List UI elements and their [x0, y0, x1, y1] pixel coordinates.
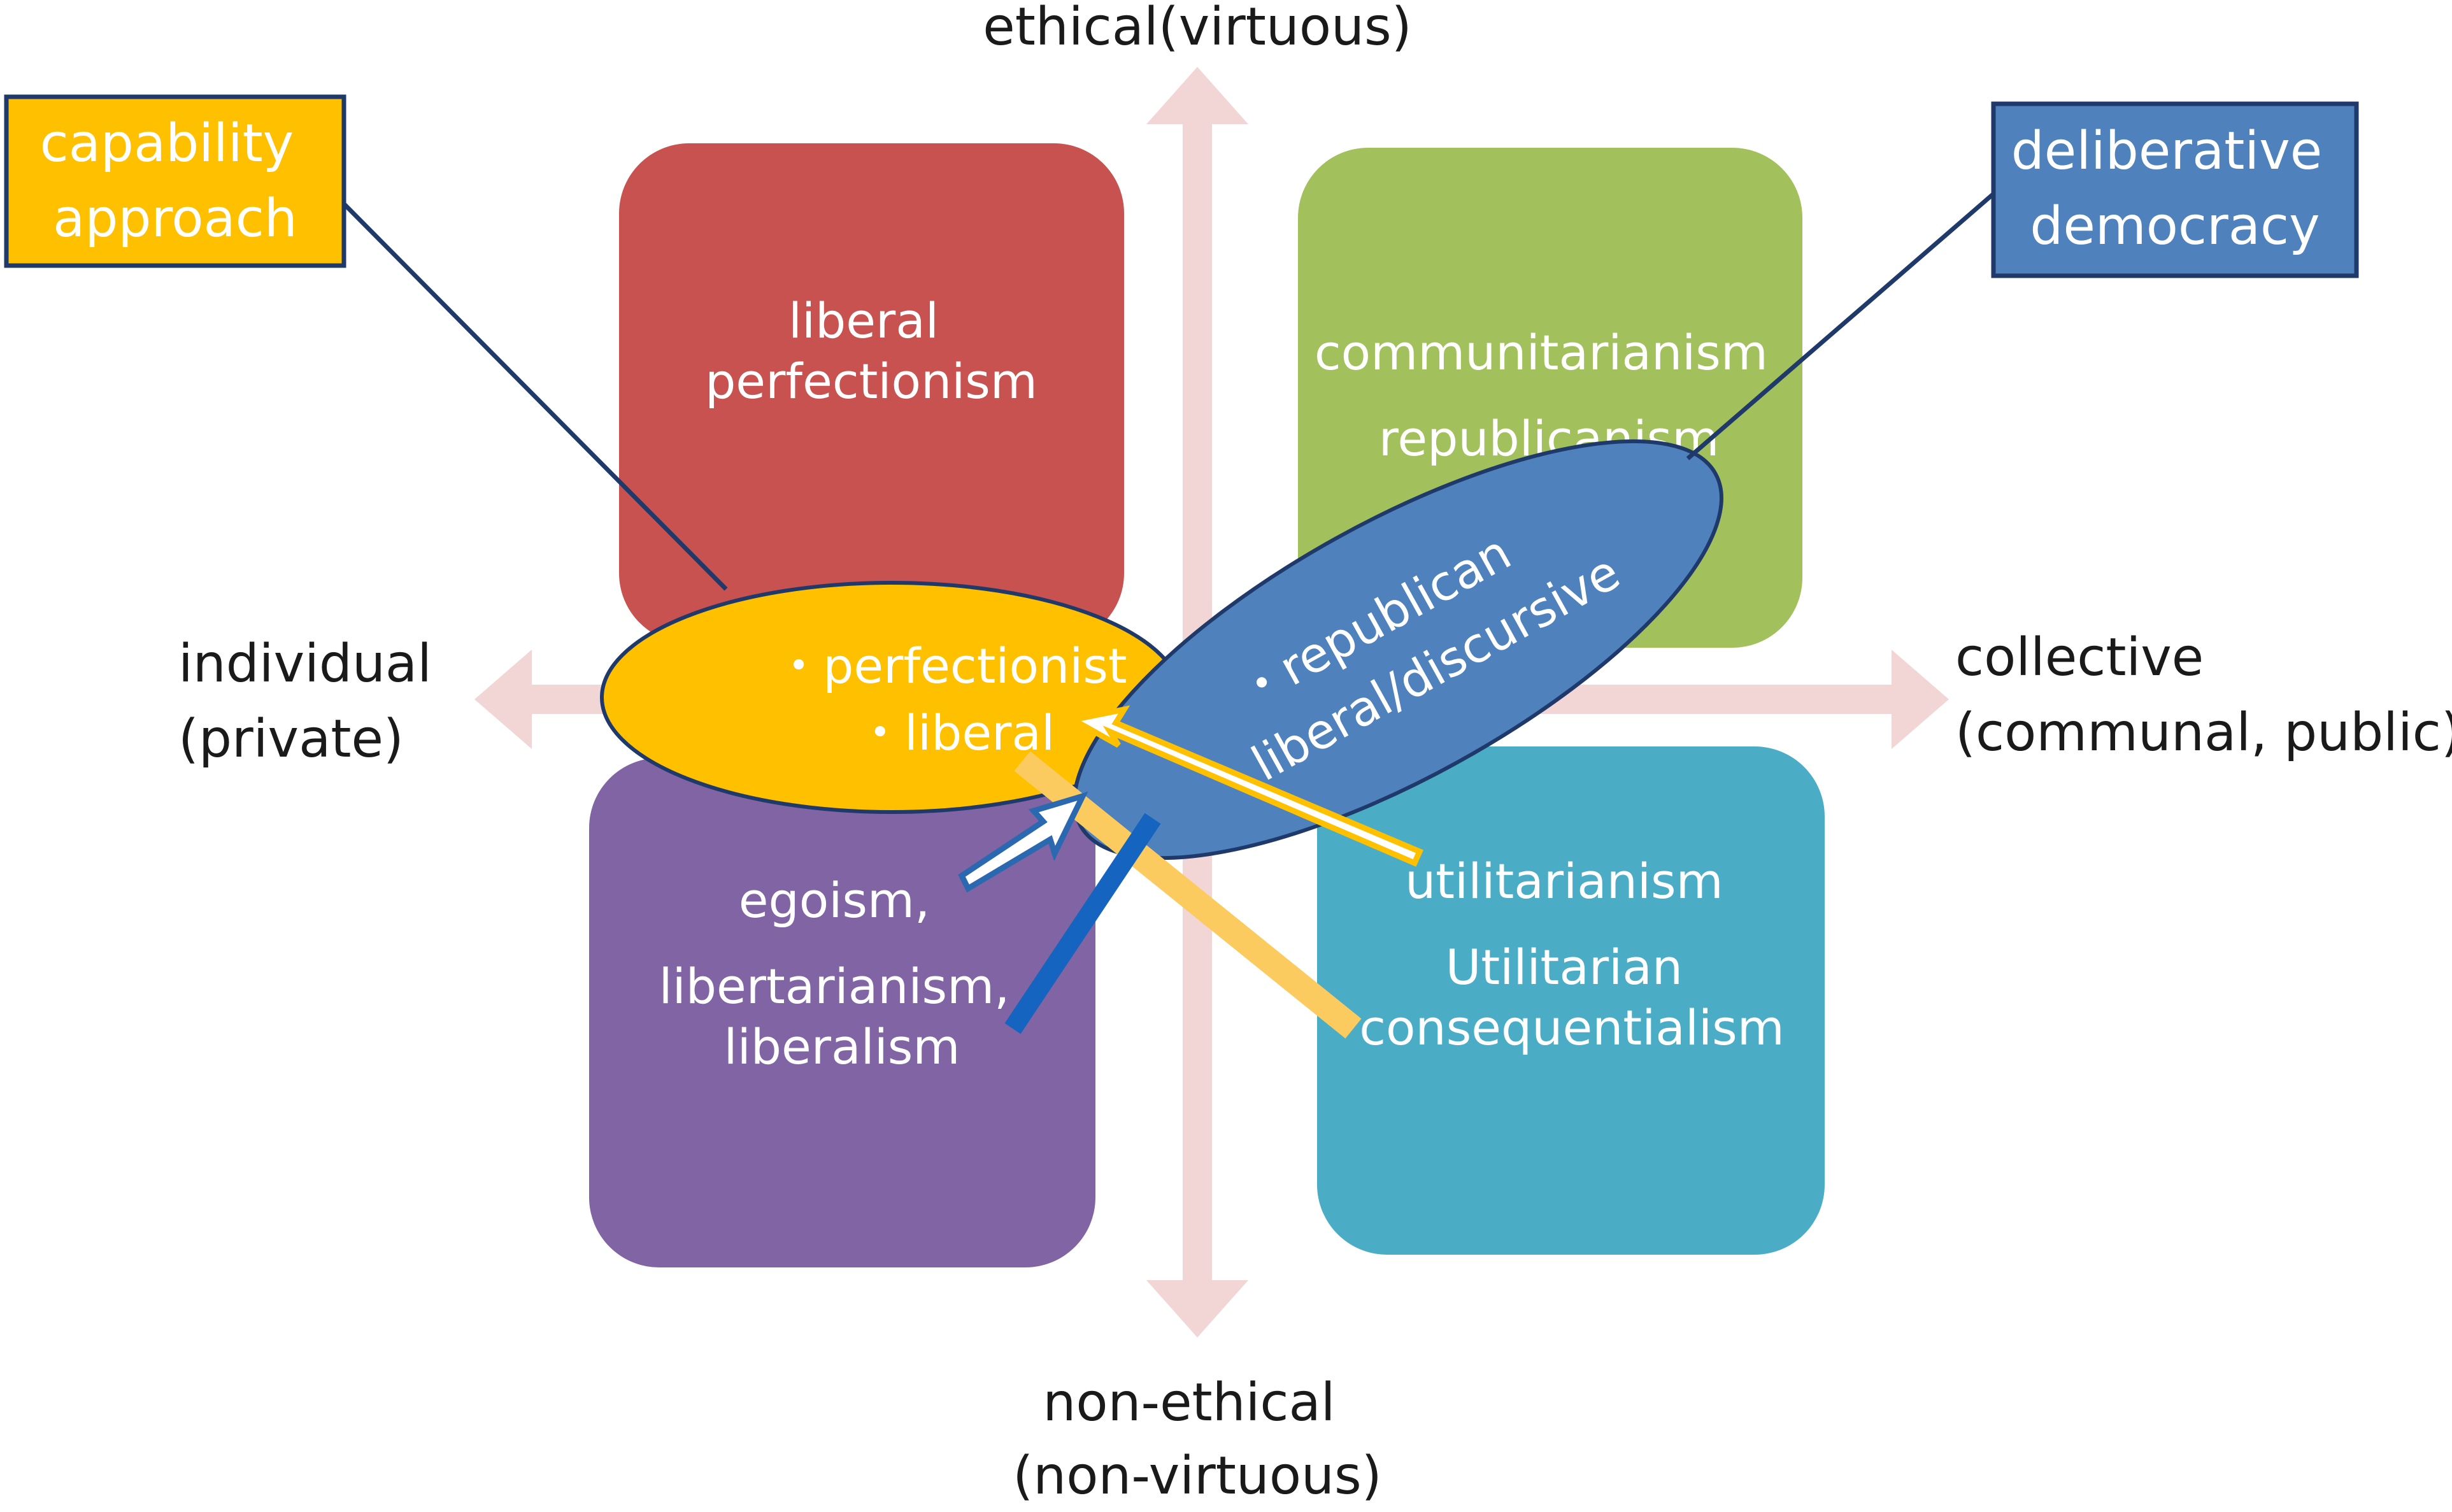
deliberative-ellipse: [1073, 439, 1723, 860]
quadrant-utilitarianism: [1317, 746, 1825, 1255]
capability-approach-callout-label: capability approach: [40, 113, 311, 249]
utilitarianism-arrow-icon: [1065, 705, 1423, 867]
quadrant-liberal-perfectionism: [619, 143, 1124, 643]
blue-diagonal-stripe: [1004, 813, 1161, 1034]
quadrant-label-egoism: egoism, libertarianism, liberalism: [659, 872, 1025, 1075]
axis-arrow-down-icon: [1146, 1280, 1248, 1337]
axis-arrow-left-icon: [474, 650, 532, 749]
axis-label-right: collective (communal, public): [1955, 627, 2452, 763]
quadrant-label-utilitarianism: utilitarianism Utilitarian consequential…: [1359, 853, 1785, 1056]
axis-arrow-right-icon: [1892, 650, 1949, 749]
axis-label-left: individual (private): [178, 634, 448, 769]
deliberative-democracy-callout: [1991, 101, 2359, 278]
axis-arrow-up-icon: [1146, 67, 1248, 124]
egoism-arrow-icon: [958, 791, 1088, 893]
capability-approach-callout: [4, 94, 346, 268]
deliberative-democracy-callout-label: deliberative democracy: [2011, 121, 2339, 257]
quadrant-label-liberal-perfectionism: liberal perfectionism: [705, 292, 1037, 410]
capability-ellipse-label: ・perfectionist ・liberal: [774, 638, 1143, 761]
axis-label-bottom: non-ethical (non-virtuous): [1013, 1373, 1382, 1506]
axis-label-top: ethical(virtuous): [983, 0, 1411, 57]
capability-callout-line: [342, 202, 728, 591]
deliberative-callout-line: [1686, 189, 1999, 460]
